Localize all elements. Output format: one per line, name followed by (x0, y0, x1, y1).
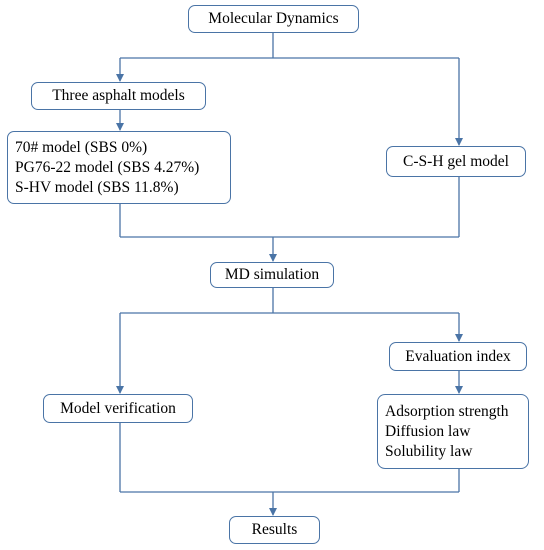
node-model-verification-label: Model verification (60, 399, 176, 417)
node-asphalt-model-list: 70# model (SBS 0%) PG76-22 model (SBS 4.… (7, 131, 231, 204)
evaluation-list-line-1: Adsorption strength (385, 402, 509, 420)
node-molecular-dynamics: Molecular Dynamics (188, 5, 359, 33)
node-three-asphalt-models: Three asphalt models (31, 82, 206, 110)
node-results: Results (229, 516, 320, 544)
asphalt-model-list-line-2: PG76-22 model (SBS 4.27%) (15, 158, 200, 176)
node-results-label: Results (251, 521, 298, 538)
node-molecular-dynamics-label: Molecular Dynamics (208, 10, 339, 27)
evaluation-list-line-2: Diffusion law (385, 422, 471, 440)
evaluation-list-line-3: Solubility law (385, 442, 473, 460)
asphalt-model-list-line-3: S-HV model (SBS 11.8%) (15, 178, 179, 196)
node-md-simulation-label: MD simulation (224, 266, 320, 283)
node-three-asphalt-models-label: Three asphalt models (52, 87, 185, 104)
asphalt-model-list-line-1: 70# model (SBS 0%) (15, 138, 148, 156)
node-csh-gel-model-label: C-S-H gel model (403, 152, 509, 170)
node-md-simulation: MD simulation (210, 262, 334, 288)
node-evaluation-list: Adsorption strength Diffusion law Solubi… (377, 394, 529, 469)
node-evaluation-index: Evaluation index (389, 342, 527, 371)
node-evaluation-index-label: Evaluation index (405, 347, 511, 365)
node-model-verification: Model verification (43, 394, 193, 423)
node-csh-gel-model: C-S-H gel model (386, 146, 526, 177)
